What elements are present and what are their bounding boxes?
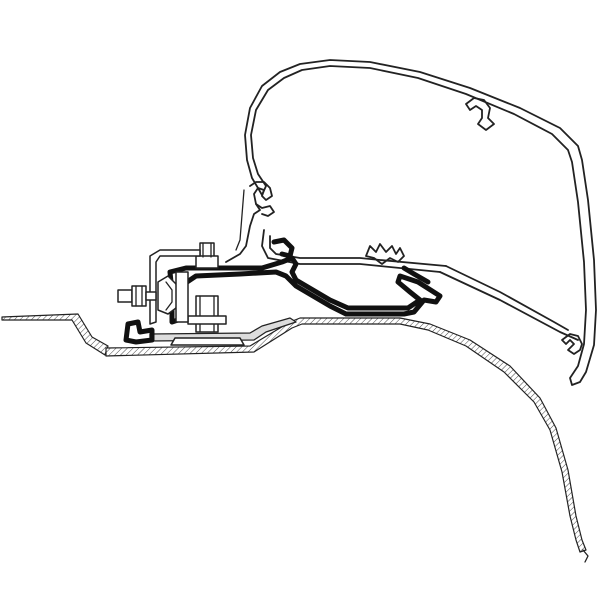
awning-mounting-rail	[225, 181, 447, 273]
bolt-and-nut-fastener	[117, 242, 227, 333]
awning-cassette-housing	[244, 59, 597, 386]
adapter-bracket	[123, 237, 443, 345]
vehicle-roof-panel	[1, 313, 589, 563]
roof-base-plate	[149, 317, 297, 346]
